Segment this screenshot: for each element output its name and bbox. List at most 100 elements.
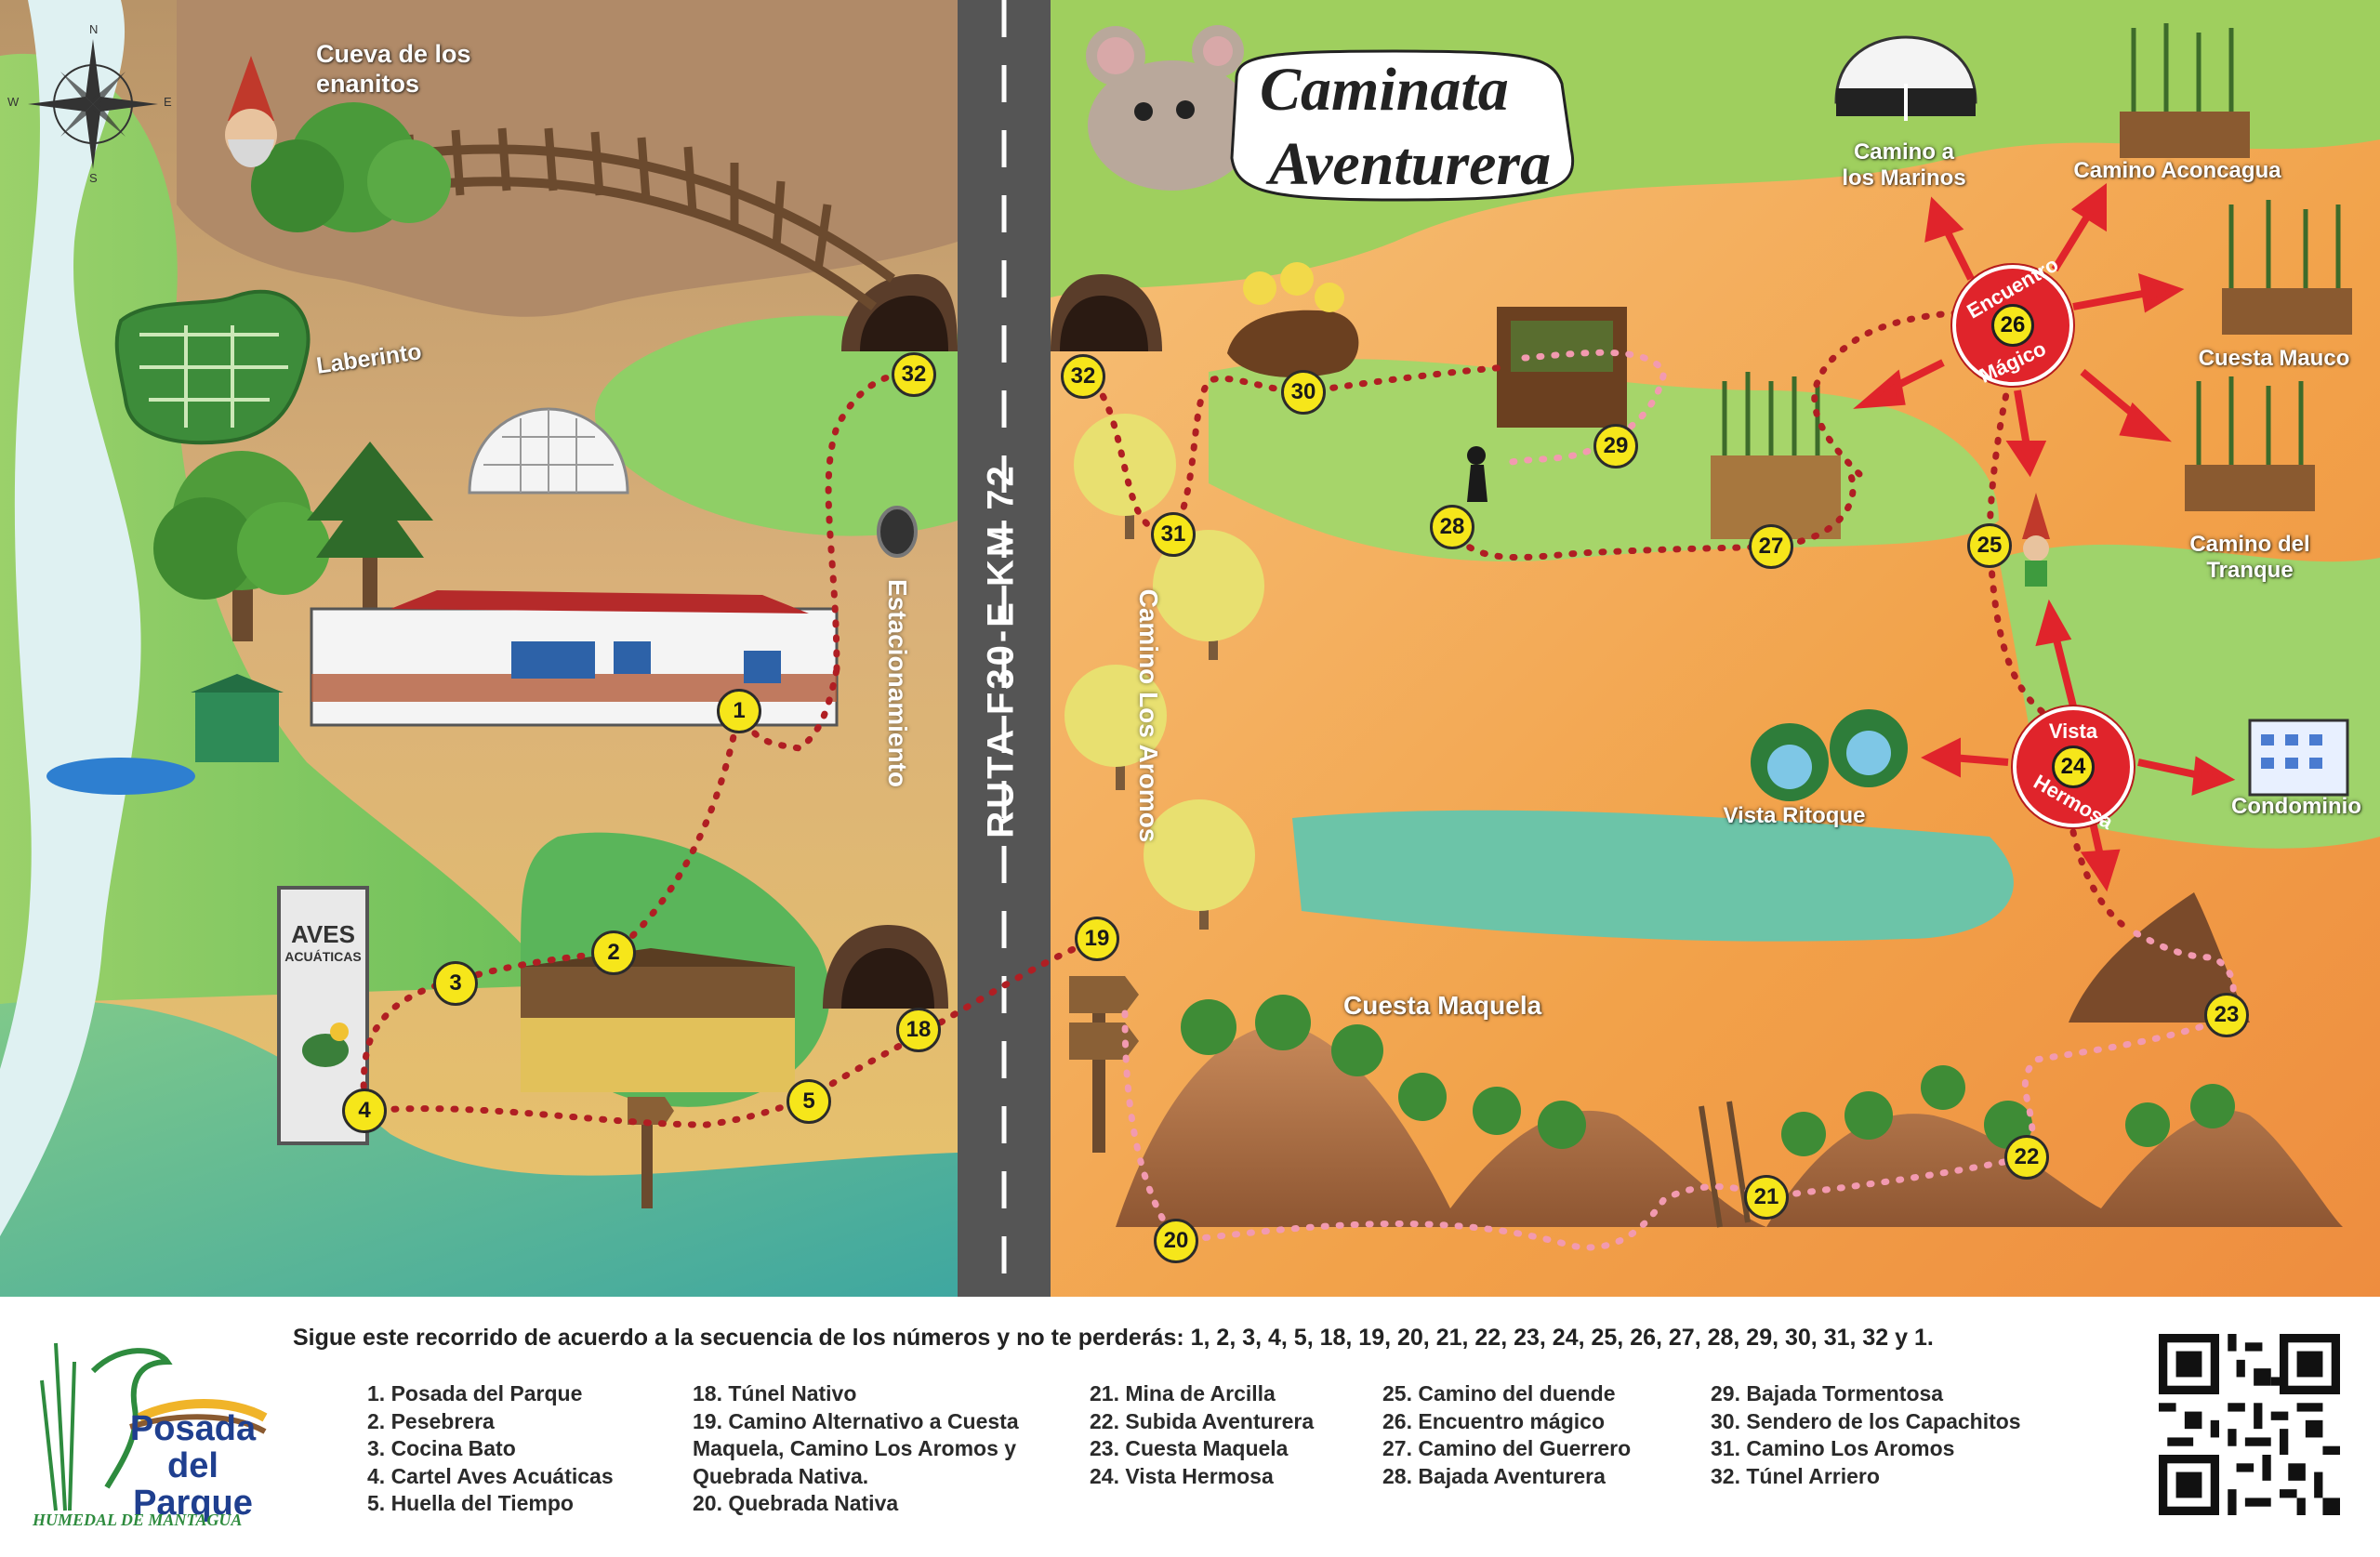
legend-footer: Posada del Parque HUMEDAL DE MANTAGUA Si… bbox=[0, 1297, 2380, 1557]
legend-item: 23. Cuesta Maquela bbox=[1090, 1436, 1289, 1460]
hub-vista-hermosa[interactable]: Vista 24 Hermosa bbox=[2013, 706, 2134, 834]
hub-vista-number: 24 bbox=[2052, 746, 2095, 788]
stop-21[interactable]: 21 bbox=[1744, 1175, 1789, 1220]
title-line1: Caminata bbox=[1260, 56, 1509, 124]
tunnel-east bbox=[1051, 274, 1162, 351]
legend-item: 3. Cocina Bato bbox=[367, 1436, 516, 1460]
stop-20[interactable]: 20 bbox=[1154, 1219, 1198, 1263]
mauco-thicket bbox=[2222, 200, 2352, 335]
logo-tagline: HUMEDAL DE MANTAGUA bbox=[33, 1511, 243, 1529]
gnome-icon bbox=[225, 56, 277, 167]
hub-arrows bbox=[1853, 183, 2236, 892]
legend-item: Maquela, Camino Los Aromos y bbox=[693, 1436, 1017, 1460]
elf-icon bbox=[2022, 493, 2050, 587]
legend-item: 21. Mina de Arcilla bbox=[1090, 1381, 1276, 1405]
stop-5[interactable]: 5 bbox=[787, 1079, 831, 1124]
geodesic-dome-icon bbox=[468, 407, 629, 495]
stop-29[interactable]: 29 bbox=[1593, 424, 1638, 468]
label-estacionamiento: Estacionamiento bbox=[883, 578, 912, 788]
big-tree-left bbox=[153, 451, 330, 641]
stop-1[interactable]: 1 bbox=[717, 689, 761, 733]
compass-n: N bbox=[89, 22, 99, 36]
label-cueva: Cueva de los enanitos bbox=[316, 39, 471, 99]
stop-27[interactable]: 27 bbox=[1749, 524, 1793, 569]
legend-item: 25. Camino del duende bbox=[1382, 1381, 1616, 1405]
qr-code-icon[interactable] bbox=[2159, 1334, 2340, 1515]
stop-3[interactable]: 3 bbox=[433, 961, 478, 1006]
capachitos-flowers bbox=[1227, 262, 1359, 377]
hub-encuentro-magico[interactable]: Encuentro 26 Mágico bbox=[1952, 253, 2073, 388]
condominio-building bbox=[2248, 719, 2349, 797]
tire-icon bbox=[877, 506, 918, 558]
hub-encuentro-number: 26 bbox=[1991, 304, 2034, 347]
heron-logo-icon bbox=[40, 1342, 268, 1511]
aves-sign-text: AVES ACUÁTICAS bbox=[279, 920, 367, 964]
hill-trees bbox=[1181, 995, 2235, 1156]
legend-item: 29. Bajada Tormentosa bbox=[1711, 1381, 1944, 1405]
teal-valley bbox=[1292, 810, 2014, 942]
aconcagua-thicket bbox=[2120, 23, 2250, 158]
stop-22[interactable]: 22 bbox=[2004, 1135, 2049, 1180]
logo-line2: del Parque bbox=[133, 1446, 253, 1523]
stop-32-west[interactable]: 32 bbox=[892, 352, 936, 397]
legend-item: 2. Pesebrera bbox=[367, 1408, 495, 1433]
grass-patch bbox=[595, 315, 958, 536]
compass-w: W bbox=[7, 95, 20, 109]
river bbox=[0, 0, 141, 1236]
compass-rose-icon bbox=[28, 39, 158, 169]
legend-item: 22. Subida Aventurera bbox=[1090, 1408, 1315, 1433]
binoculars-icon bbox=[1751, 709, 1908, 801]
label-marinos-line2: los Marinos bbox=[1842, 165, 1966, 191]
stop-2[interactable]: 2 bbox=[591, 930, 636, 975]
legend-item: 28. Bajada Aventurera bbox=[1382, 1463, 1606, 1488]
label-cueva-line2: enanitos bbox=[316, 70, 420, 98]
legend-item: 24. Vista Hermosa bbox=[1090, 1463, 1274, 1488]
legend-item: 20. Quebrada Nativa bbox=[693, 1491, 899, 1515]
stop-28[interactable]: 28 bbox=[1430, 505, 1474, 549]
label-camino-aconcagua: Camino Aconcagua bbox=[2073, 158, 2281, 183]
tunnel-west bbox=[841, 274, 958, 351]
legend-item: 32. Túnel Arriero bbox=[1711, 1463, 1880, 1488]
stop-31[interactable]: 31 bbox=[1151, 512, 1196, 557]
logo-text: Posada del Parque bbox=[116, 1410, 270, 1522]
label-cuesta-mauco: Cuesta Mauco bbox=[2198, 346, 2350, 371]
legend-item: 27. Camino del Guerrero bbox=[1382, 1436, 1632, 1460]
araucaria-tree bbox=[307, 442, 433, 614]
legend-item: 5. Huella del Tiempo bbox=[367, 1491, 574, 1515]
logo-line1: Posada bbox=[129, 1409, 257, 1448]
posada-building bbox=[310, 590, 839, 727]
stop-18[interactable]: 18 bbox=[896, 1008, 941, 1052]
pond bbox=[46, 758, 195, 795]
title-line2: Aventurera bbox=[1269, 130, 1552, 198]
legend-item: 18. Túnel Nativo bbox=[693, 1381, 857, 1405]
legend-item: 19. Camino Alternativo a Cuesta bbox=[693, 1408, 1019, 1433]
posada-logo: Posada del Parque HUMEDAL DE MANTAGUA bbox=[28, 1325, 270, 1538]
stop-19[interactable]: 19 bbox=[1075, 917, 1119, 961]
stop-4[interactable]: 4 bbox=[342, 1089, 387, 1133]
legend-col-4: 25. Camino del duende 26. Encuentro mági… bbox=[1382, 1380, 1631, 1490]
compass-e: E bbox=[164, 95, 172, 109]
stop-25[interactable]: 25 bbox=[1967, 523, 2012, 568]
stop-32-east[interactable]: 32 bbox=[1061, 354, 1105, 399]
signpost-right bbox=[1069, 976, 1139, 1153]
label-camino-marinos: Camino a los Marinos bbox=[1842, 139, 1965, 191]
label-tranque-line1: Camino del bbox=[2189, 532, 2310, 557]
legend-item: 1. Posada del Parque bbox=[367, 1381, 583, 1405]
title-bubble bbox=[1230, 49, 1575, 202]
legend-col-1: 1. Posada del Parque 2. Pesebrera 3. Coc… bbox=[367, 1380, 614, 1518]
legend-item: 26. Encuentro mágico bbox=[1382, 1408, 1606, 1433]
label-camino-tranque: Camino del Tranque bbox=[2189, 532, 2309, 584]
legend-col-5: 29. Bajada Tormentosa 30. Sendero de los… bbox=[1711, 1380, 2021, 1490]
label-camino-aromos: Camino Los Aromos bbox=[1134, 588, 1163, 843]
label-marinos-line1: Camino a bbox=[1853, 139, 1955, 165]
tranque-thicket bbox=[2185, 376, 2315, 511]
stop-23[interactable]: 23 bbox=[2204, 993, 2249, 1037]
label-condominio: Condominio bbox=[2231, 794, 2361, 819]
legend-item: Quebrada Nativa. bbox=[693, 1463, 869, 1488]
compass-s: S bbox=[89, 171, 98, 185]
sailor-hat-icon bbox=[1834, 35, 1977, 121]
stop-30[interactable]: 30 bbox=[1281, 370, 1326, 415]
bush-cueva bbox=[251, 102, 451, 232]
label-vista-ritoque: Vista Ritoque bbox=[1723, 803, 1866, 828]
warrior-figure bbox=[1467, 446, 1488, 502]
